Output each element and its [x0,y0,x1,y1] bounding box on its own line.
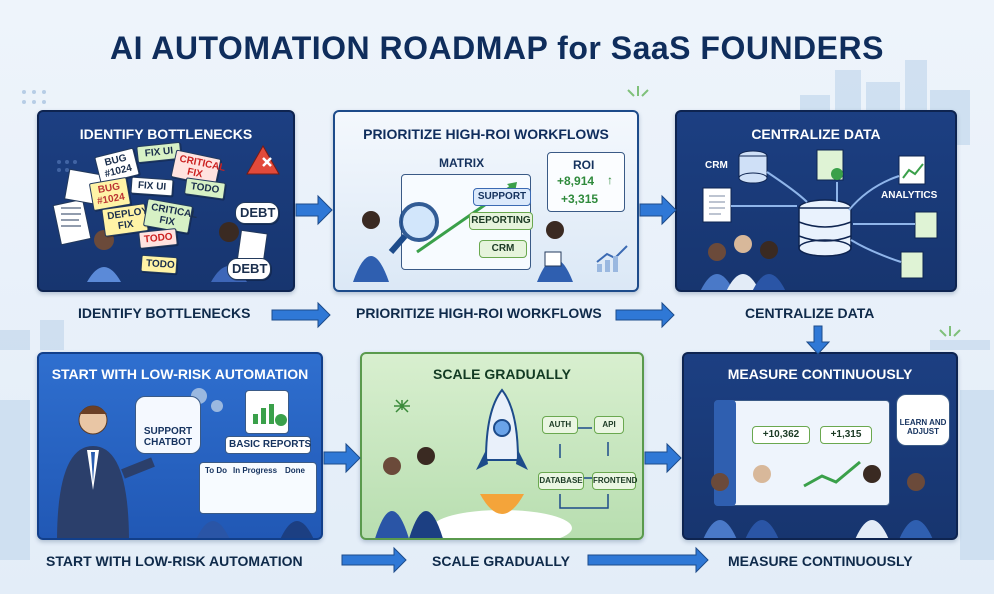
arch-box-frontend: FRONTEND [592,472,637,490]
caption-low-risk-automation: START WITH LOW-RISK AUTOMATION [46,553,303,569]
reports-chart-icon [253,404,287,426]
arrow-right-icon [615,301,675,329]
sticky-note-todo-3: TODO [140,254,178,275]
panel-heading: MEASURE CONTINUOUSLY [727,366,913,382]
metric-2: +1,315 [820,426,872,444]
kanban-board [199,462,317,514]
kanban-col-progress: In Progress [233,466,278,475]
panel-heading: PRIORITIZE HIGH-ROI WORKFLOWS [363,126,609,142]
kanban-col-todo: To Do [205,466,228,475]
panel-measure-continuously: MEASURE CONTINUOUSLY +10,362 +1,315 LEAR… [682,352,958,540]
panel-heading: CENTRALIZE DATA [751,126,881,142]
matrix-item-crm: CRM [479,240,527,258]
panel-centralize-data: CENTRALIZE DATA CRM ANALYTICS [675,110,957,292]
panel-heading: IDENTIFY BOTTLENECKS [79,126,253,142]
page-title: AI AUTOMATION ROADMAP for SaaS FOUNDERS [110,30,884,66]
dashboard-trend-illustration [703,398,933,538]
crm-label: CRM [705,160,728,171]
arrow-down-icon [805,325,831,355]
arrow-right-icon [587,546,709,574]
caption-measure-continuously: MEASURE CONTINUOUSLY [728,553,913,569]
debt-bubble-2: DEBT [227,258,271,280]
roi-label: ROI [573,158,595,172]
caption-scale-gradually: SCALE GRADUALLY [432,553,570,569]
learn-adjust-label: LEARN AND ADJUST [899,418,947,436]
arch-box-api: API [594,416,624,434]
panel-low-risk-automation: START WITH LOW-RISK AUTOMATION SUPPORT C… [37,352,323,540]
arch-box-auth: AUTH [542,416,578,434]
matrix-label: MATRIX [439,156,485,170]
chatbot-bubble [135,396,201,454]
kanban-col-done: Done [285,466,305,475]
arrow-right-icon [271,301,331,329]
reports-card [245,390,289,434]
sticky-note-fix-ui-2: FIX UI [130,176,174,197]
caption-centralize-data: CENTRALIZE DATA [745,305,875,321]
panel-heading: SCALE GRADUALLY [433,366,571,382]
panel-heading: START WITH LOW-RISK AUTOMATION [51,366,309,382]
basic-reports-label: BASIC REPORTS [229,439,312,450]
central-database-illustration [701,149,938,290]
analytics-label: ANALYTICS [881,190,938,201]
basic-reports-label-box [225,436,311,454]
panel-scale-gradually: SCALE GRADUALLY AUTH API DATABASE FRONTE… [360,352,644,540]
arrow-right-icon [295,194,333,226]
roi-value-1: +8,914 [557,174,595,188]
matrix-chart-illustration [353,182,628,282]
matrix-item-support: SUPPORT [473,188,531,206]
roi-up-icon: ↑ [607,173,613,187]
caption-prioritize-workflows: PRIORITIZE HIGH-ROI WORKFLOWS [356,305,602,321]
roi-value-2: +3,315 [561,192,599,206]
matrix-item-reporting: REPORTING [469,212,533,230]
rocket-illustration [375,388,609,538]
chatbot-label: SUPPORT CHATBOT [143,426,193,448]
learn-adjust-bubble [896,394,950,446]
arrow-right-icon [341,546,407,574]
roi-card [547,152,625,212]
arrow-right-icon [644,442,682,474]
debt-bubble-1: DEBT [235,202,279,224]
arrow-right-icon [323,442,361,474]
panel-prioritize-workflows: PRIORITIZE HIGH-ROI WORKFLOWS MATRIX SUP… [333,110,639,292]
caption-identify-bottlenecks: IDENTIFY BOTTLENECKS [78,305,251,321]
panel-identify-bottlenecks: IDENTIFY BOTTLENECKS BUG #1024 FIX UI CR… [37,110,295,292]
arrow-right-icon [639,194,677,226]
arch-box-database: DATABASE [538,472,584,490]
metric-1: +10,362 [752,426,810,444]
